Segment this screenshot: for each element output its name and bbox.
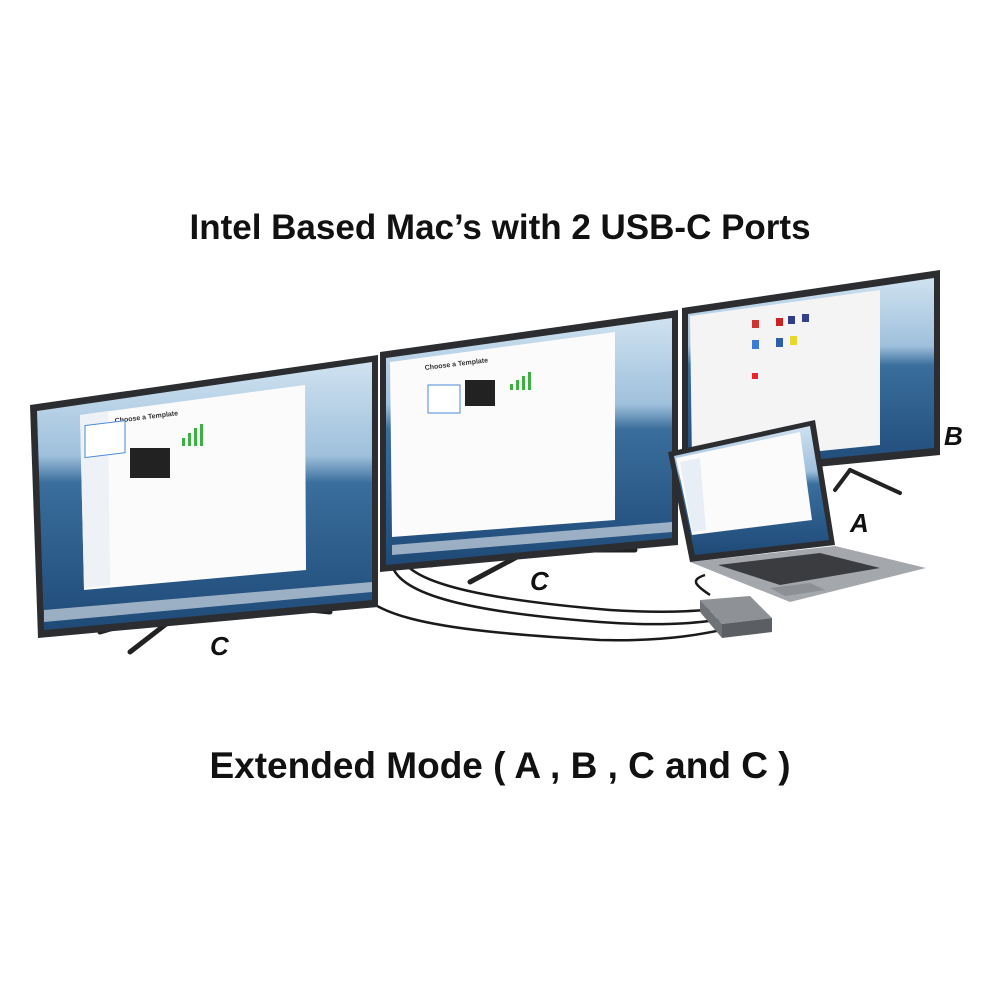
laptop: A (668, 420, 926, 602)
page-title: Intel Based Mac’s with 2 USB-C Ports (189, 208, 811, 247)
left-dock (44, 582, 372, 622)
mode-caption: Extended Mode ( A , B , C and C ) (209, 745, 791, 786)
laptop-window (676, 432, 812, 535)
left-window (80, 385, 306, 590)
usb-c-hub (700, 596, 772, 638)
middle-monitor: Choose a Template C (380, 310, 678, 596)
browser-window (690, 290, 880, 464)
label-laptop: A (849, 508, 869, 538)
right-monitor: B (682, 270, 963, 480)
middle-window (390, 332, 615, 537)
favorites-icons (752, 314, 809, 379)
label-right-monitor: B (944, 421, 963, 451)
middle-dock (392, 522, 672, 555)
label-left-monitor: C (210, 631, 230, 661)
left-monitor: Choose a Template C (30, 355, 378, 661)
cables (350, 561, 753, 642)
right-monitor-stand (833, 468, 902, 495)
label-middle-monitor: C (530, 566, 550, 596)
